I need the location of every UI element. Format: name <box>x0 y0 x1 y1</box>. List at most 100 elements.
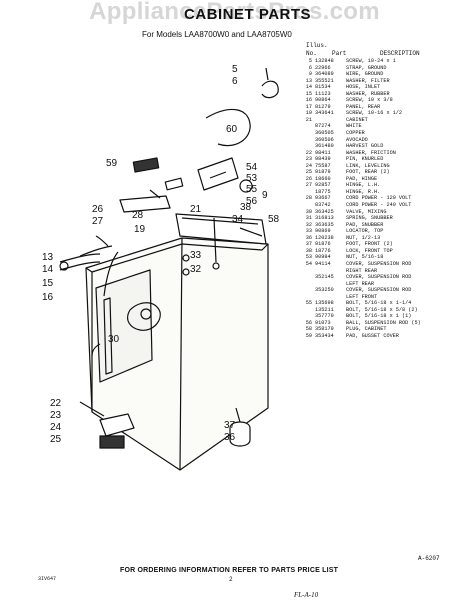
part-description: NUT, 1/2-13 <box>346 234 381 241</box>
part-number: 91073 <box>315 319 331 326</box>
part-illus-no: 15 <box>305 90 312 97</box>
rear-foot <box>99 413 135 437</box>
part-illus-no: 25 <box>305 169 312 176</box>
part-illus-no: 26 <box>305 175 312 182</box>
part-illus-no: 6 <box>308 64 312 71</box>
part-number: 353250 <box>315 287 334 294</box>
part-description: COVER, SUSPENSION ROD <box>346 260 412 267</box>
top-frame <box>175 213 267 245</box>
part-description: BOLT, 5/16-18 x 1-1/4 <box>346 300 412 307</box>
callout-label: 6 <box>232 76 238 87</box>
part-number: 120238 <box>315 234 334 241</box>
part-number: 353434 <box>315 332 334 339</box>
callout-label: 53 <box>246 173 258 184</box>
part-description: FOOT, REAR (2) <box>346 169 390 176</box>
page-number: 2 <box>229 576 233 583</box>
suspension-cover <box>197 157 239 191</box>
part-number: 18776 <box>315 247 331 254</box>
part-illus-no: 33 <box>305 228 312 235</box>
part-illus-no: 36 <box>305 234 312 241</box>
part-illus-no: 38 <box>305 247 312 254</box>
part-number: 360505 <box>315 130 334 137</box>
figure-code: A-6207 <box>418 555 440 562</box>
part-illus-no: 37 <box>305 241 312 248</box>
part-description: RIGHT REAR <box>346 267 378 274</box>
part-number: 92857 <box>315 182 331 189</box>
part-number: 358179 <box>315 326 334 333</box>
cabinet-front-edge <box>179 237 183 471</box>
part-description: WASHER, FRICTION <box>346 149 396 156</box>
part-description: STRAP, GROUND <box>346 64 387 71</box>
part-illus-no: 32 <box>305 221 312 228</box>
callout-label: 26 <box>92 204 104 215</box>
parts-list-row: 352145 COVER, SUSPENSION ROD <box>296 274 466 281</box>
callout-label: 19 <box>134 224 146 235</box>
gusset-pad <box>132 157 160 173</box>
callout-label: 59 <box>106 158 118 169</box>
part-number: 98411 <box>315 149 331 156</box>
parts-list-row: 361480 HARVEST GOLD <box>296 143 466 150</box>
part-description: CORD POWER - 240 VOLT <box>346 202 412 209</box>
part-illus-no: 24 <box>305 162 312 169</box>
callout-label: 25 <box>50 434 62 445</box>
callout-label: 16 <box>42 292 54 303</box>
callout-label: 24 <box>50 422 62 433</box>
part-illus-no: 16 <box>305 97 312 104</box>
callout-label: 33 <box>190 250 202 261</box>
callout-label: 9 <box>262 190 268 201</box>
part-description: WIRE, GROUND <box>346 71 384 78</box>
callout-label: 34 <box>232 214 244 225</box>
mixing-valve <box>127 302 161 331</box>
callout-label: 56 <box>246 196 258 207</box>
part-description: HINGE, L.H. <box>346 182 381 189</box>
part-description: CABINET <box>346 116 368 123</box>
part-number: 352145 <box>315 274 334 281</box>
part-number: 83742 <box>315 202 331 209</box>
callout-label: 13 <box>42 252 54 263</box>
part-description: WASHER, RUBBER <box>346 90 390 97</box>
parts-list-row: RIGHT REAR <box>296 268 466 275</box>
ground-wire <box>205 108 251 147</box>
callout-label: 28 <box>132 210 144 221</box>
part-number: 363635 <box>315 221 334 228</box>
part-illus-no: 27 <box>305 182 312 189</box>
part-description: COVER, SUSPENSION ROD <box>346 274 412 281</box>
part-number: 90984 <box>315 254 331 261</box>
part-description: AVOCADO <box>346 136 368 143</box>
part-number: 135698 <box>315 300 334 307</box>
part-description: SCREW, 10-16 x 1/2 <box>346 110 403 117</box>
part-number: 91879 <box>315 169 331 176</box>
part-illus-no: 30 <box>305 208 312 215</box>
part-number: 90864 <box>315 97 331 104</box>
part-number: 91876 <box>315 241 331 248</box>
part-number: 361480 <box>315 143 334 150</box>
part-description: SCREW, 10-24 x 1 <box>346 58 396 64</box>
part-description: HARVEST GOLD <box>346 143 384 150</box>
part-description: WHITE <box>346 123 362 130</box>
part-description: PAD, GUSSET COVER <box>346 332 399 339</box>
part-description: FOOT, FRONT (2) <box>346 241 393 248</box>
callout-label: 58 <box>268 214 280 225</box>
page-title: CABINET PARTS <box>184 6 312 23</box>
part-illus-no: 54 <box>305 260 312 267</box>
part-illus-no: 55 <box>305 300 312 307</box>
form-number: 3IV647 <box>38 576 57 582</box>
